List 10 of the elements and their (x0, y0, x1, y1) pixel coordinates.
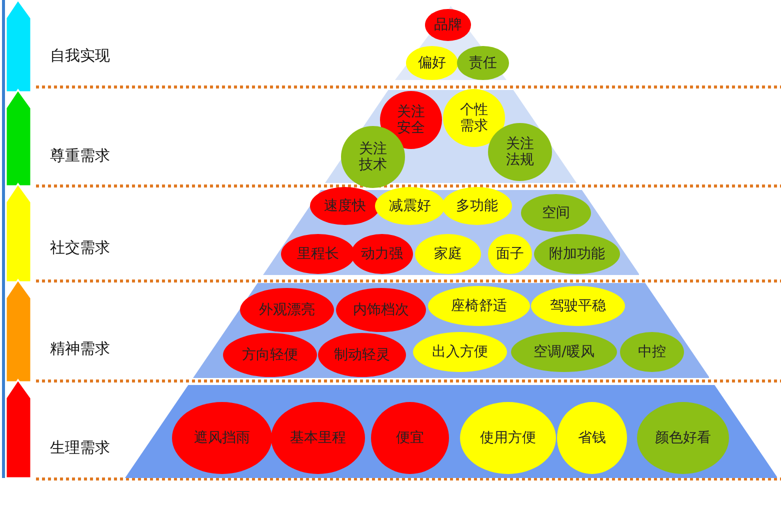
level-label: 精神需求 (50, 340, 110, 358)
pyramid-tier (262, 190, 640, 275)
level-label: 社交需求 (50, 238, 110, 258)
pyramid-tier (395, 6, 507, 80)
pyramid-tier (124, 385, 778, 478)
need-ellipse: 品牌 (424, 9, 471, 41)
level-label: 自我实现 (50, 46, 110, 66)
level-label: 尊重需求 (50, 146, 110, 166)
level-label: 生理需求 (50, 438, 110, 458)
pyramid-tier (192, 283, 710, 378)
